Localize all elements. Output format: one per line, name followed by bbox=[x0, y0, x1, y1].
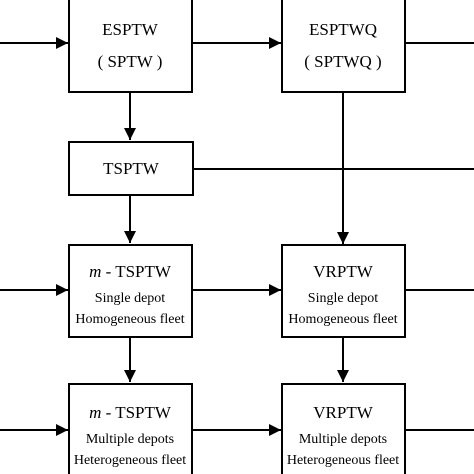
edges bbox=[0, 37, 474, 436]
node-mtsptw-multi-name: - TSPTW bbox=[106, 403, 172, 422]
node-tsptw-title: TSPTW bbox=[103, 159, 160, 178]
node-vrptw-single-title: VRPTW bbox=[313, 262, 373, 281]
node-vrptw-single-line1: Single depot bbox=[308, 291, 378, 306]
node-mtsptw-single-line2: Homogeneous fleet bbox=[75, 312, 184, 327]
node-esptw-subtitle: ( SPTW ) bbox=[98, 52, 163, 71]
node-esptwq-title: ESPTWQ bbox=[309, 20, 377, 39]
node-mtsptw-single-prefix: m bbox=[89, 262, 101, 281]
node-mtsptw-multi-prefix: m bbox=[89, 403, 101, 422]
node-mtsptw-single-line1: Single depot bbox=[95, 291, 165, 306]
node-esptwq: ESPTWQ ( SPTWQ ) bbox=[281, 0, 406, 93]
node-esptw-title: ESPTW bbox=[102, 20, 159, 39]
node-esptwq-subtitle: ( SPTWQ ) bbox=[304, 52, 381, 71]
node-mtsptw-single-title: m - TSPTW bbox=[89, 262, 172, 281]
node-tsptw: TSPTW bbox=[68, 141, 194, 196]
node-mtsptw-multi-line1: Multiple depots bbox=[86, 432, 174, 447]
node-mtsptw-single: m - TSPTW Single depot Homogeneous fleet bbox=[68, 244, 193, 338]
node-vrptw-single-line2: Homogeneous fleet bbox=[288, 312, 397, 327]
node-esptw: ESPTW ( SPTW ) bbox=[68, 0, 193, 93]
node-mtsptw-multi-title: m - TSPTW bbox=[89, 403, 172, 422]
node-vrptw-multi-line2: Heterogeneous fleet bbox=[287, 453, 399, 468]
node-mtsptw-multi: m - TSPTW Multiple depots Heterogeneous … bbox=[68, 383, 193, 474]
node-mtsptw-single-name: - TSPTW bbox=[106, 262, 172, 281]
node-mtsptw-multi-line2: Heterogeneous fleet bbox=[74, 453, 186, 468]
node-vrptw-single: VRPTW Single depot Homogeneous fleet bbox=[281, 244, 406, 338]
node-vrptw-multi: VRPTW Multiple depots Heterogeneous flee… bbox=[281, 383, 406, 474]
node-vrptw-multi-line1: Multiple depots bbox=[299, 432, 387, 447]
node-vrptw-multi-title: VRPTW bbox=[313, 403, 373, 422]
